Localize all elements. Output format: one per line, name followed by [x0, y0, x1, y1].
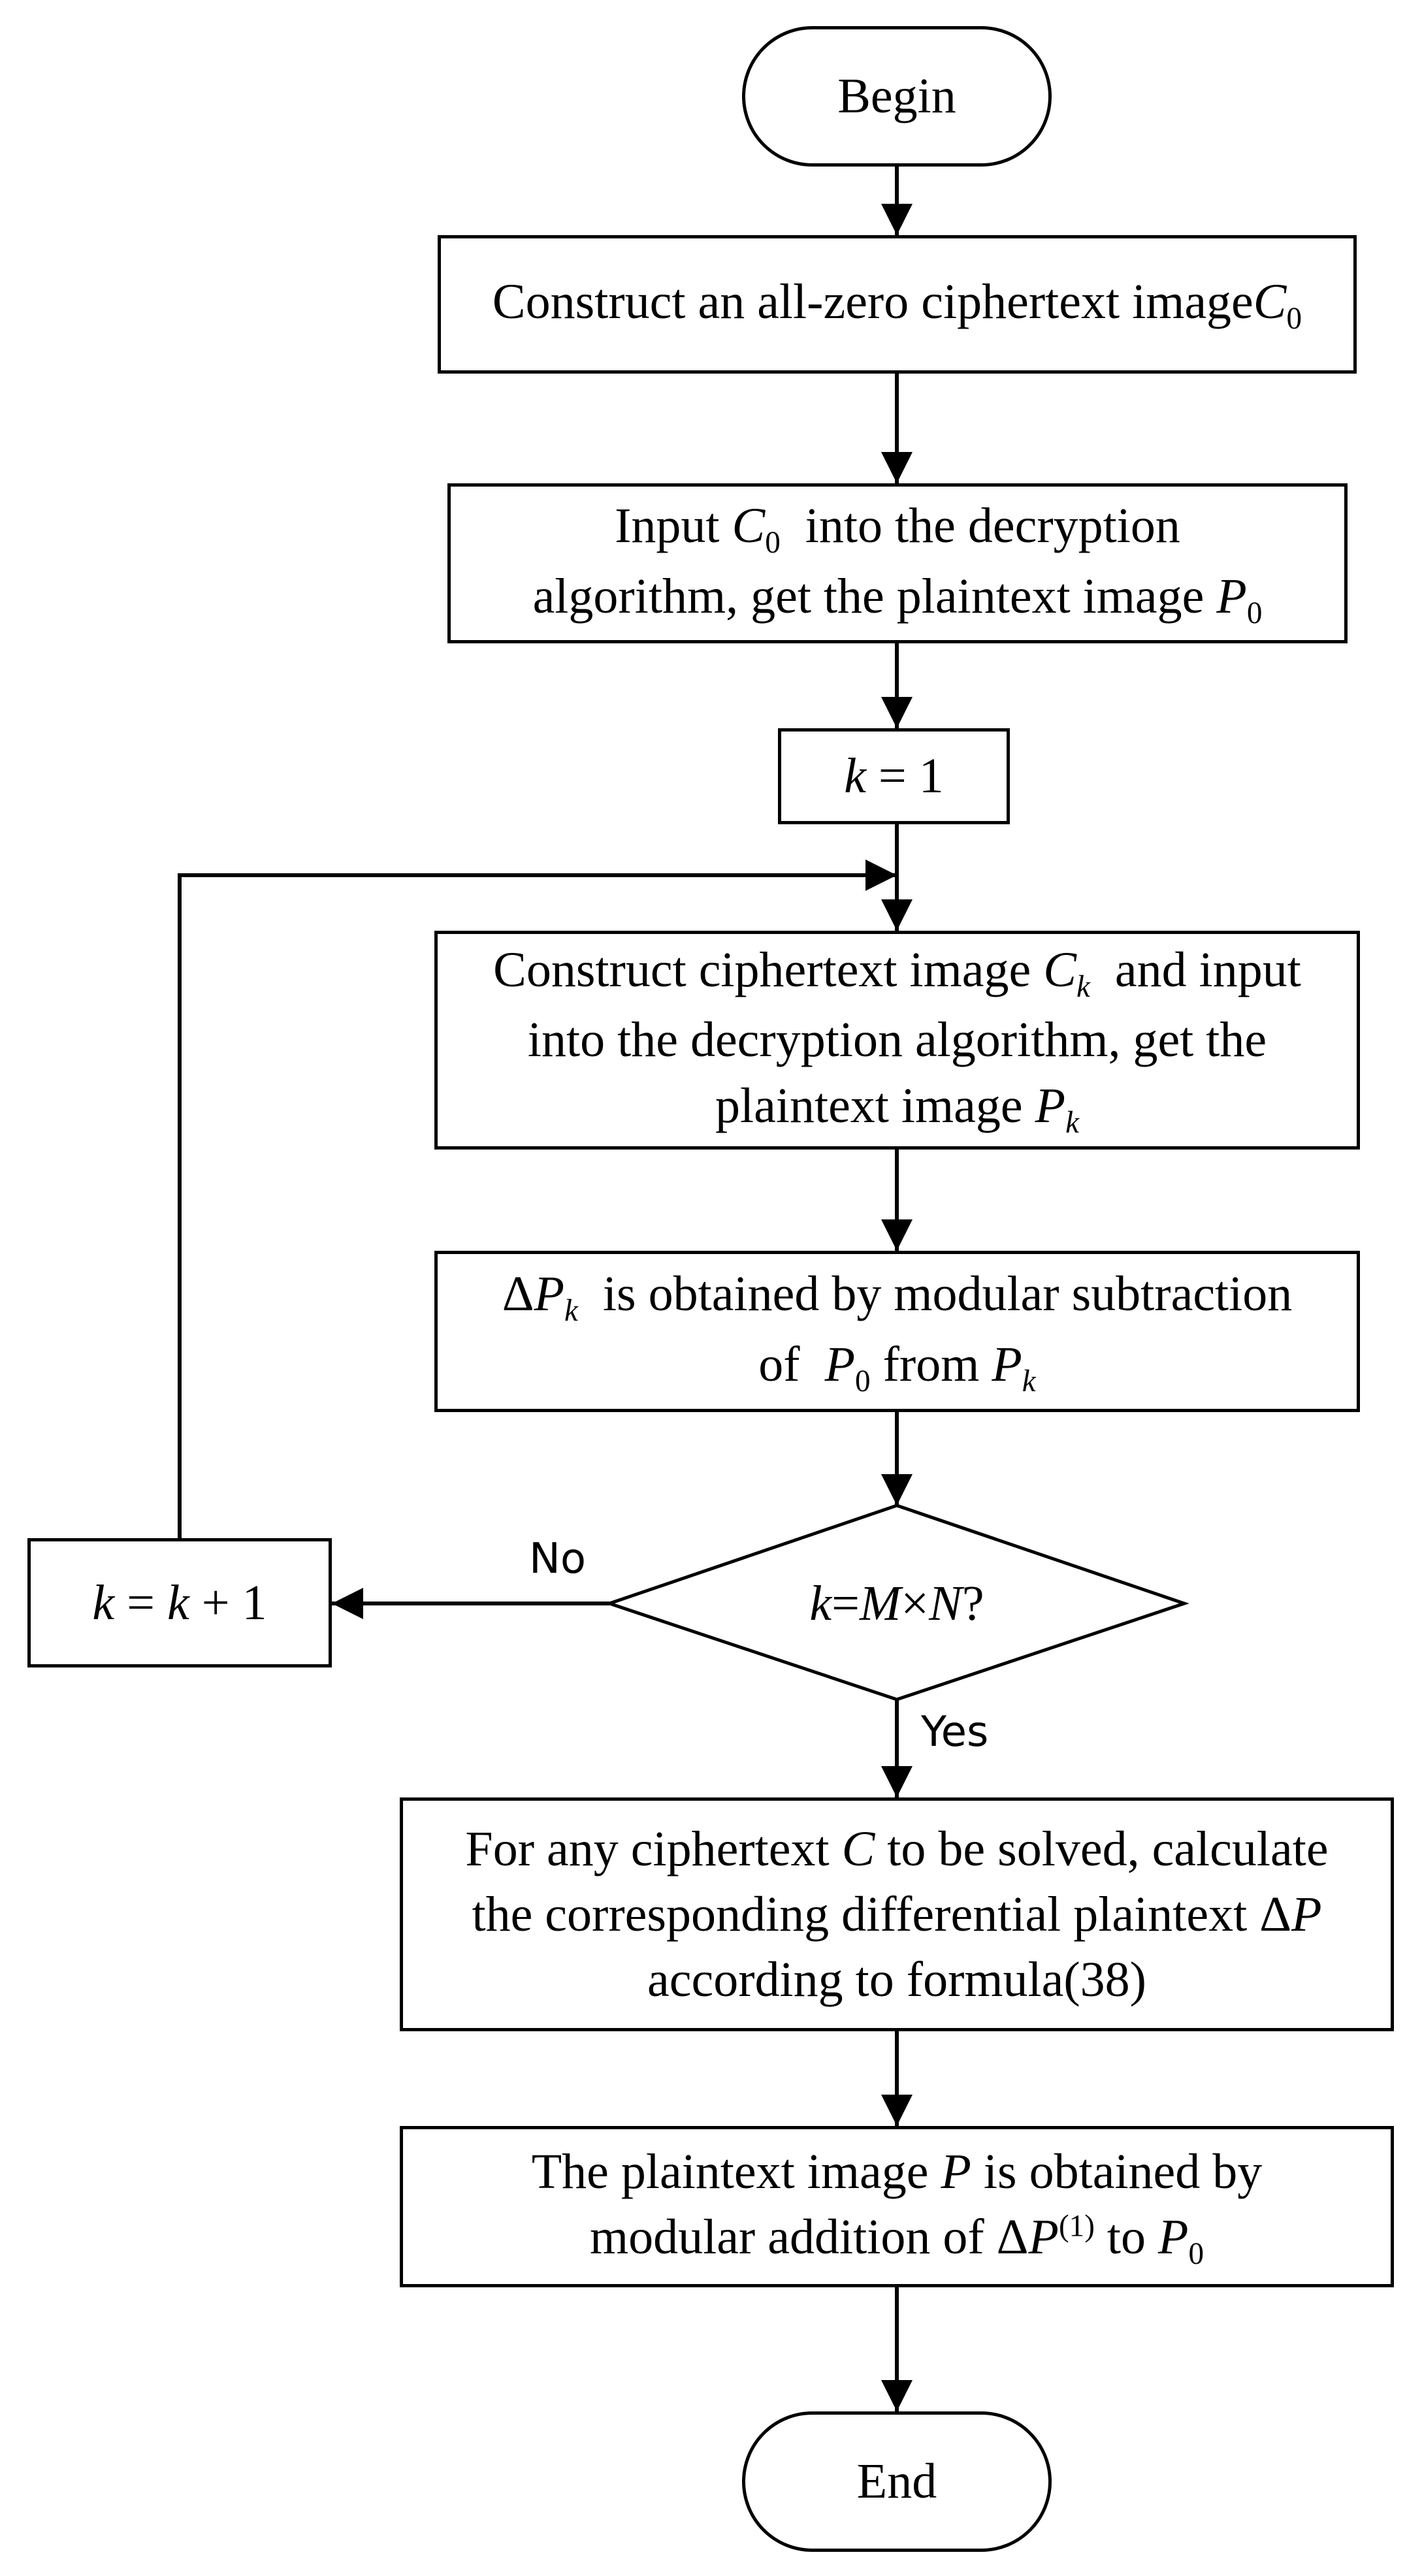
input-c0-line2: algorithm, get the plaintext image P0 [532, 568, 1263, 630]
construct-ck-line1: Construct ciphertext image Ck and input [493, 942, 1301, 1005]
edge-loop-back [178, 860, 897, 1538]
begin-label: Begin [837, 69, 956, 124]
solve-line2: the corresponding differential plaintext… [472, 1886, 1322, 1942]
decision-label: k = M × N ? [809, 1575, 984, 1631]
init-k-text: k = 1 [844, 749, 944, 804]
construct-zero-text: Construct an all-zero ciphertext imageC0 [492, 274, 1302, 336]
solve-box: For any ciphertext C to be solved, calcu… [400, 1797, 1394, 2031]
increment-box: k = k + 1 [27, 1538, 332, 1667]
increment-text: k = k + 1 [92, 1575, 267, 1630]
input-c0-box: Input C0 into the decryption algorithm, … [447, 483, 1348, 643]
decision-diamond [604, 1504, 1189, 1701]
final-line2: modular addition of ΔP(1) to P0 [589, 2209, 1204, 2272]
edge-label-no: No [529, 1535, 587, 1583]
solve-line3: according to formula(38) [647, 1952, 1146, 2008]
construct-ck-line3: plaintext image Pk [715, 1078, 1079, 1140]
end-terminal: End [742, 2411, 1052, 2552]
delta-pk-line2: of P0 from Pk [758, 1336, 1036, 1398]
edge-label-yes: Yes [921, 1708, 989, 1756]
construct-ck-line2: into the decryption algorithm, get the [527, 1012, 1267, 1068]
end-label: End [856, 2454, 937, 2509]
input-c0-line1: Input C0 into the decryption [615, 498, 1180, 560]
construct-zero-box: Construct an all-zero ciphertext imageC0 [438, 235, 1357, 374]
delta-pk-box: ΔPk is obtained by modular subtraction o… [434, 1251, 1360, 1412]
begin-terminal: Begin [742, 26, 1052, 167]
construct-ck-box: Construct ciphertext image Ck and input … [434, 931, 1360, 1150]
final-line1: The plaintext image P is obtained by [531, 2144, 1263, 2199]
init-k-box: k = 1 [778, 728, 1010, 824]
delta-pk-line1: ΔPk is obtained by modular subtraction [502, 1266, 1293, 1328]
solve-line1: For any ciphertext C to be solved, calcu… [465, 1821, 1329, 1876]
final-box: The plaintext image P is obtained by mod… [400, 2126, 1394, 2287]
